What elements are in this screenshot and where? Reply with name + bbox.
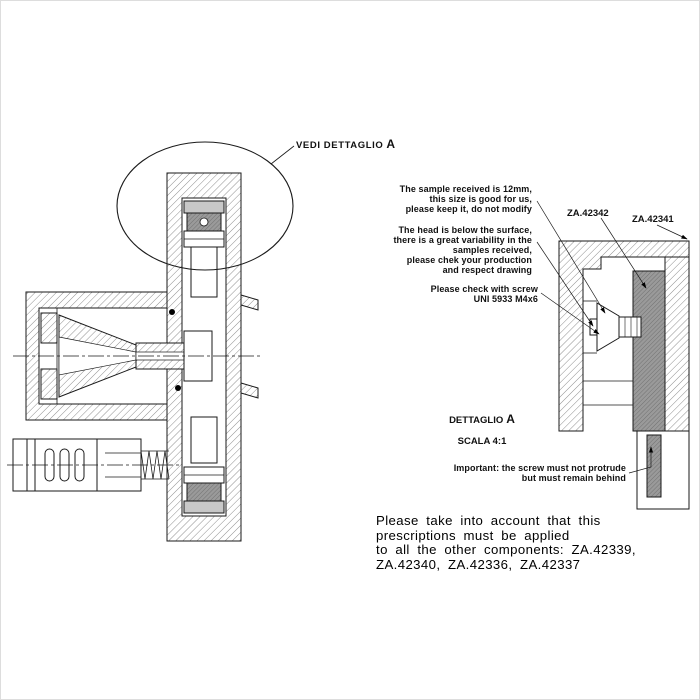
vedi-dettaglio-label: VEDI DETTAGLIO: [296, 140, 384, 151]
part-label-za42341: ZA.42341: [632, 214, 674, 225]
note-sample-size: The sample received is 12mm, this size i…: [399, 184, 532, 214]
note-check-screw: Please check with screw UNI 5933 M4x6: [430, 284, 538, 304]
flange-plate-section: [166, 172, 259, 542]
note-important-screw: Important: the screw must not protrude b…: [453, 463, 626, 483]
part-label-za42342: ZA.42342: [567, 208, 609, 219]
detail-caption-scale: SCALA 4:1: [457, 436, 507, 447]
detail-title-letter: A: [506, 412, 515, 426]
footer-prescriptions-note: Please take into account that this presc…: [376, 513, 636, 572]
detail-title-text: DETTAGLIO: [449, 415, 504, 426]
note-head-below-surface: The head is below the surface, there is …: [393, 225, 532, 275]
vedi-dettaglio-letter: A: [386, 137, 396, 151]
detail-view-section: [558, 240, 690, 510]
leader-lines: [536, 200, 688, 474]
detail-callout-ellipse: [116, 141, 295, 271]
